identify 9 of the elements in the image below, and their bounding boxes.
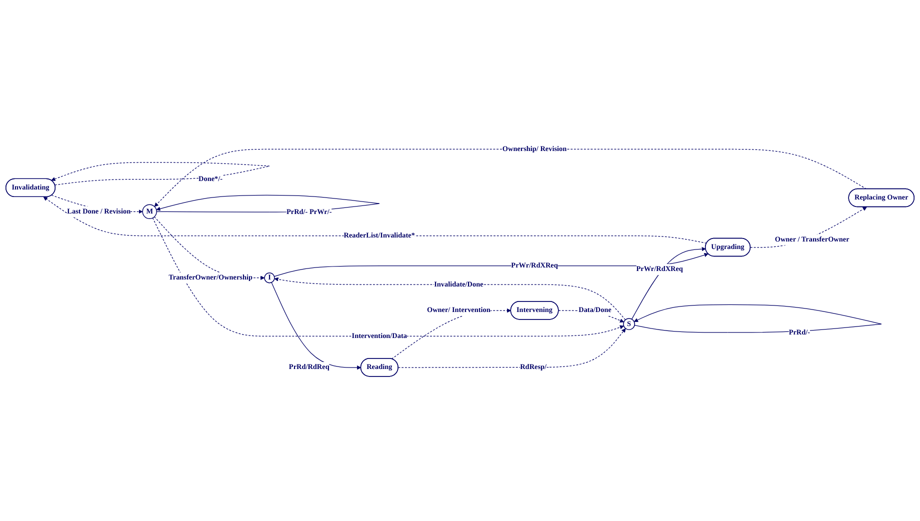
arrow <box>43 197 707 244</box>
arrow <box>631 247 706 320</box>
arrow <box>271 282 362 370</box>
arrow <box>634 304 882 334</box>
arrow <box>750 207 867 248</box>
arrow <box>274 278 626 321</box>
arrow <box>274 253 708 278</box>
arrow <box>154 149 867 208</box>
arrow <box>398 328 626 368</box>
